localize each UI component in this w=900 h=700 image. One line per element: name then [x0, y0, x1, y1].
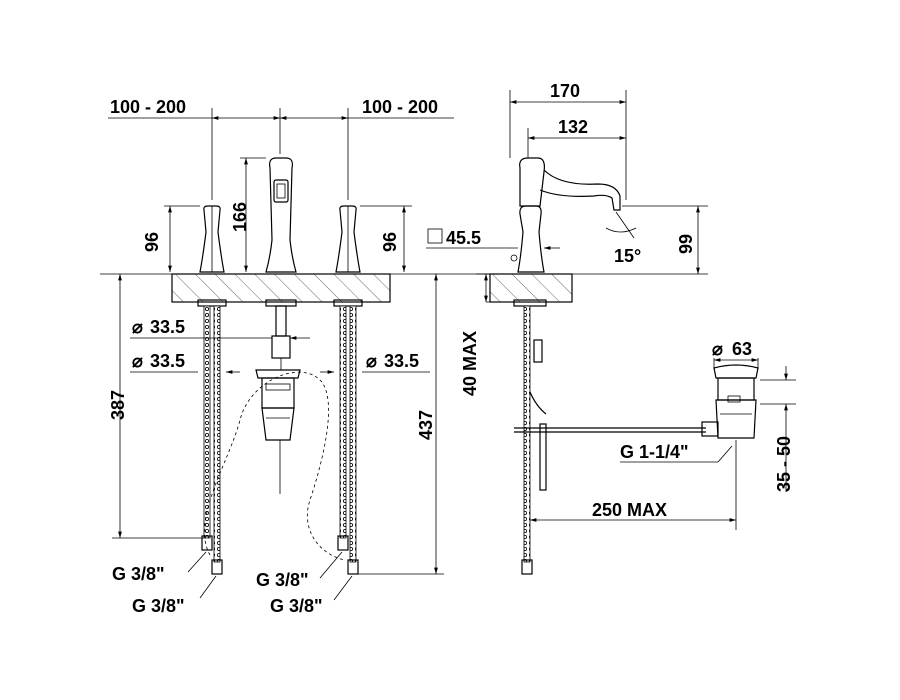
dim-spout-reach: 132: [558, 117, 588, 137]
hose-right-1: [339, 305, 347, 539]
dim-dia-center: 33.5: [150, 317, 185, 337]
dim-dia-left-symbol: ⌀: [132, 351, 143, 371]
pull-rod-cable: [204, 371, 346, 561]
dim-spout-angle: 15°: [614, 246, 641, 266]
side-drain-assembly: [701, 364, 759, 439]
dim-dia-center-symbol: ⌀: [132, 317, 143, 337]
label-conn-right-upper: G 3/8": [256, 570, 309, 590]
dim-drain-dia-symbol: ⌀: [712, 339, 723, 359]
front-drain-assembly: [255, 369, 301, 494]
label-conn-left-upper: G 3/8": [112, 564, 165, 584]
left-handle: [199, 205, 225, 273]
side-deck: [489, 273, 573, 303]
front-view: 100 - 200 100 - 200 166 96 96 ⌀ 33.5 ⌀ 3…: [100, 97, 500, 616]
spout-side: [519, 157, 637, 239]
dim-spout-clearance: 99: [676, 234, 696, 254]
spout-front: [265, 157, 297, 273]
dim-hose-length-left: 387: [108, 390, 128, 420]
dim-hose-length-right: 437: [416, 410, 436, 440]
dim-spacing-right: 100 - 200: [362, 97, 438, 117]
label-conn-right-lower: G 3/8": [270, 596, 323, 616]
side-hose: [523, 305, 531, 563]
hose-left-2: [213, 305, 221, 563]
side-rod-bend: [529, 391, 547, 415]
side-connector: [533, 339, 543, 363]
dim-dia-right: 33.5: [384, 351, 419, 371]
front-deck: [171, 273, 391, 303]
dim-drain-max-length: 250 MAX: [592, 500, 667, 520]
dim-total-depth: 170: [550, 81, 580, 101]
dim-dia-right-symbol: ⌀: [366, 351, 377, 371]
dim-drain-height-range: 35 - 50: [774, 436, 794, 492]
side-view: 170 132 45.5 99 15° 40 MAX ⌀ 63 G 1-1/4": [426, 81, 796, 575]
center-spout-connection: [271, 305, 291, 370]
label-conn-left-lower: G 3/8": [132, 596, 185, 616]
dim-dia-left: 33.5: [150, 351, 185, 371]
right-handle: [335, 205, 361, 273]
dim-spout-height: 166: [230, 202, 250, 232]
hose-right-2: [349, 305, 357, 563]
hose-fittings: [201, 535, 359, 575]
dim-spacing-left: 100 - 200: [110, 97, 186, 117]
side-pull-rod: [539, 423, 547, 491]
hose-left-1: [203, 305, 211, 539]
dim-handle-size: 45.5: [446, 228, 481, 248]
dim-handle-left-height: 96: [142, 232, 162, 252]
dim-max-deck-thickness: 40 MAX: [460, 331, 480, 396]
left-collar: [197, 299, 227, 307]
dim-handle-right-height: 96: [380, 232, 400, 252]
right-collar: [333, 299, 363, 307]
handle-side: [510, 205, 545, 273]
square-symbol: [427, 228, 443, 244]
side-hose-fitting: [521, 559, 533, 575]
label-drain-thread: G 1-1/4": [620, 442, 689, 462]
dim-drain-dia: 63: [732, 339, 752, 359]
